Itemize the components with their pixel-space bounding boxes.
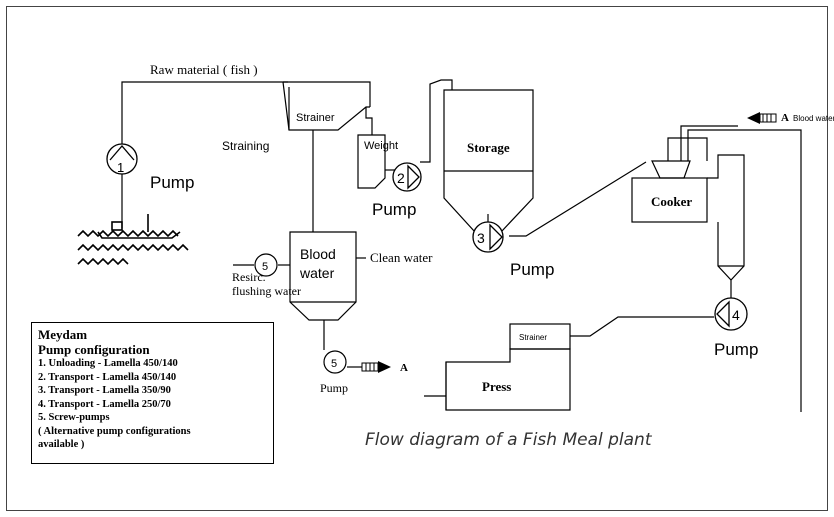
cooker-body: [631, 177, 708, 223]
pump-2-number: 2: [397, 170, 405, 186]
transport-pipe-2: [420, 79, 453, 163]
blood-water-in-A: A: [781, 112, 789, 124]
transport-pipe-3: [509, 161, 647, 237]
pump-5-bottom-label: Pump: [320, 381, 348, 395]
pump-1-label: Pump: [150, 173, 194, 192]
legend-item: available ): [38, 439, 85, 450]
pump-5-bottom-number: 5: [331, 358, 337, 370]
legend-item: 1. Unloading - Lamella 450/140: [38, 358, 178, 369]
legend-item: 4. Transport - Lamella 250/70: [38, 398, 171, 410]
outlet-A-label: A: [400, 362, 408, 374]
pump-configuration-legend: Meydam Pump configuration 1. Unloading -…: [31, 322, 274, 464]
diagram-frame: [6, 6, 828, 511]
transport-pipe-4: [570, 316, 714, 337]
resirc-label-2: flushing water: [232, 284, 301, 298]
pump-2-label: Pump: [372, 200, 416, 219]
cooker-column: [707, 154, 745, 281]
weight-label: Weight: [364, 140, 398, 152]
legend-title-2: Pump configuration: [38, 342, 150, 357]
raw-material-label: Raw material ( fish ): [150, 62, 258, 77]
cooker-label: Cooker: [651, 194, 692, 209]
diagram-caption: Flow diagram of a Fish Meal plant: [365, 430, 652, 450]
pump-2: [392, 162, 422, 192]
blood-water-label-2: water: [299, 265, 335, 281]
weight-hopper: [357, 134, 386, 189]
legend-item: 3. Transport - Lamella 350/90: [38, 385, 171, 396]
pump-3-label: Pump: [510, 260, 554, 279]
legend-item: 5. Screw-pumps: [38, 412, 110, 423]
storage-silo: [443, 89, 534, 233]
pump-5-resirc-number: 5: [262, 261, 268, 273]
blood-water-return-pipe: [687, 129, 802, 412]
blood-water-inlet-arrow: [747, 112, 777, 124]
legend-item: 2. Transport - Lamella 450/140: [38, 371, 177, 383]
blood-water-label-1: Blood: [300, 246, 336, 262]
pump-4-label: Pump: [714, 340, 758, 359]
strainer-label: Strainer: [296, 112, 335, 124]
pump-3-number: 3: [477, 230, 485, 246]
pump-5-resirc: [254, 253, 278, 277]
clean-water-label: Clean water: [370, 250, 433, 265]
storage-label: Storage: [467, 140, 510, 155]
cooker-inlet-funnel: [651, 160, 691, 179]
press-strainer-label: Strainer: [519, 333, 547, 342]
blood-water-in-label: Blood water: [793, 114, 834, 123]
sea-waves: [77, 214, 189, 266]
resirc-label-1: Resirc.: [232, 270, 266, 284]
legend-item: ( Alternative pump configurations: [38, 425, 191, 437]
press-label: Press: [482, 379, 511, 394]
pump-4-number: 4: [732, 307, 740, 323]
pump-1-number: 1: [117, 160, 124, 175]
strainer-hopper: [282, 81, 370, 131]
pump-1: [106, 143, 138, 175]
straining-label: Straining: [222, 139, 269, 153]
pump-4: [714, 297, 748, 331]
pump-3: [472, 221, 504, 253]
raw-material-pipe: [121, 81, 288, 145]
strainer-hopper-top: [283, 81, 371, 107]
pump-5-bottom: [323, 350, 347, 374]
outlet-A-arrow: [361, 361, 391, 373]
legend-title-1: Meydam: [38, 327, 88, 342]
